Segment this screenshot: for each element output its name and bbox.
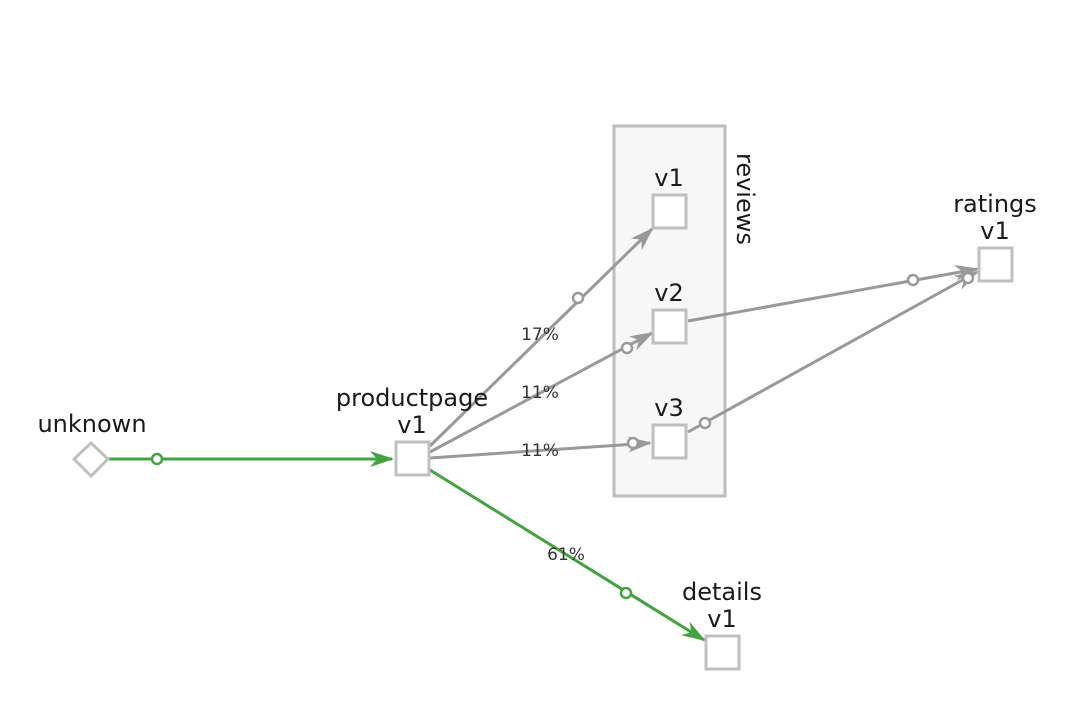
edge-dot (961, 271, 975, 285)
node-version: v1 (707, 605, 736, 633)
edge-productpage-reviews-v3[interactable]: 11% (429, 436, 652, 461)
node-details-v1[interactable]: details v1 (682, 578, 762, 671)
square-node-icon (977, 246, 1014, 283)
node-version: v3 (654, 394, 683, 422)
node-label: unknown (37, 410, 146, 438)
edge-dot (698, 416, 712, 430)
edge-dot (571, 291, 585, 305)
node-reviews-v2[interactable]: v2 (651, 279, 688, 345)
square-node-icon (651, 308, 688, 345)
edge-productpage-reviews-v2[interactable]: 11% (429, 331, 654, 454)
edge-label: 11% (521, 441, 559, 461)
node-version: v1 (397, 411, 426, 439)
node-label: ratings (953, 190, 1037, 218)
node-ratings-v1[interactable]: ratings v1 (953, 190, 1037, 283)
edge-label: 61% (547, 545, 585, 565)
diamond-node-icon (71, 440, 111, 479)
node-label: productpage (336, 384, 488, 412)
edge-label: 17% (521, 325, 559, 345)
group-reviews-label: reviews (731, 153, 759, 245)
edge-dot (626, 436, 640, 450)
square-node-icon (394, 440, 431, 477)
edge-productpage-reviews-v1[interactable]: 17% (428, 227, 654, 448)
edge-productpage-details[interactable]: 61% (429, 468, 706, 642)
edge-dot (150, 452, 164, 466)
node-reviews-v1[interactable]: v1 (651, 164, 688, 230)
node-version: v2 (654, 279, 683, 307)
edge-dot (619, 586, 633, 600)
node-version: v1 (654, 164, 683, 192)
node-reviews-v3[interactable]: v3 (651, 394, 688, 460)
edge-unknown-productpage[interactable] (108, 451, 394, 467)
edge-label: 11% (521, 383, 559, 403)
node-productpage-v1[interactable]: productpage v1 (336, 384, 488, 477)
square-node-icon (704, 634, 741, 671)
edge-dot (620, 341, 634, 355)
node-label: details (682, 578, 762, 606)
square-node-icon (651, 423, 688, 460)
edge-reviews-v3-ratings[interactable] (687, 270, 979, 434)
edge-dot (906, 273, 920, 287)
node-unknown[interactable]: unknown (37, 410, 147, 479)
square-node-icon (651, 193, 688, 230)
edge-reviews-v2-ratings[interactable] (687, 265, 979, 323)
node-version: v1 (980, 217, 1009, 245)
